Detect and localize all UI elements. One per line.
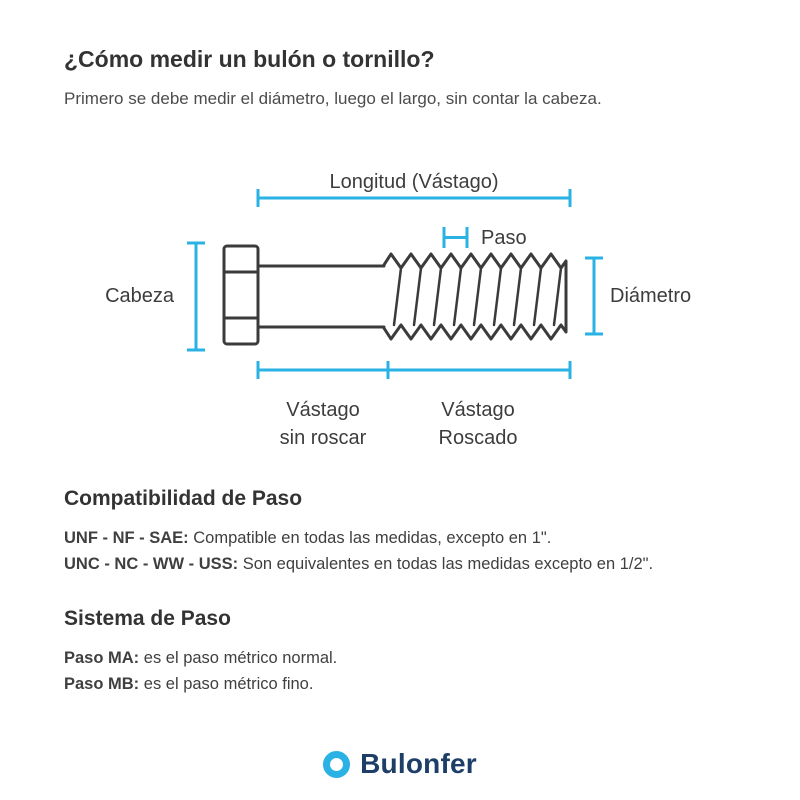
section-line: Paso MA: es el paso métrico normal. (64, 645, 756, 671)
footer-logo: Bulonfer (0, 748, 800, 780)
section-line: Paso MB: es el paso métrico fino. (64, 671, 756, 697)
diametro-label: Diámetro (610, 285, 692, 307)
section-line-lead: Paso MB: (64, 675, 140, 693)
bulonfer-ring-icon (323, 750, 351, 778)
section-compatibilidad: Compatibilidad de Paso UNF - NF - SAE: C… (64, 487, 756, 577)
vastago-measure-line (256, 361, 572, 379)
section-line-text: es el paso métrico fino. (139, 675, 314, 693)
section-line-lead: Paso MA: (64, 649, 140, 667)
vastago-sin-roscar-label: Vástago sin roscar (243, 396, 403, 452)
paso-measure-line (442, 227, 469, 248)
section-line: UNF - NF - SAE: Compatible en todas las … (64, 525, 756, 551)
cabeza-label: Cabeza (105, 285, 174, 307)
paso-label: Paso (481, 227, 527, 249)
section-heading: Compatibilidad de Paso (64, 487, 303, 510)
vastago-roscado-label: Vástago Roscado (398, 396, 558, 452)
cabeza-measure-line (187, 241, 205, 352)
longitud-label: Longitud (Vástago) (329, 171, 499, 193)
section-line-text: Compatible en todas las medidas, excepto… (188, 529, 552, 547)
section-line: UNC - NC - WW - USS: Son equivalentes en… (64, 551, 756, 577)
info-sections: Compatibilidad de Paso UNF - NF - SAE: C… (64, 487, 756, 697)
section-line-text: Son equivalentes en todas las medidas ex… (238, 555, 654, 573)
header: ¿Cómo medir un bulón o tornillo? Primero… (64, 46, 754, 109)
page-title: ¿Cómo medir un bulón o tornillo? (64, 46, 435, 72)
bolt-threads (380, 252, 568, 341)
brand-name: Bulonfer (360, 748, 477, 779)
vastago-roscado-line1: Vástago (441, 399, 515, 421)
section-sistema: Sistema de Paso Paso MA: es el paso métr… (64, 607, 756, 697)
vastago-roscado-line2: Roscado (438, 427, 518, 449)
page-subtitle: Primero se debe medir el diámetro, luego… (64, 89, 602, 108)
bolt-shank (256, 264, 386, 329)
section-line-lead: UNF - NF - SAE: (64, 529, 189, 547)
diametro-measure-line (585, 256, 603, 336)
section-line-lead: UNC - NC - WW - USS: (64, 555, 239, 573)
bolt-head (222, 244, 260, 346)
vastago-sin-roscar-line1: Vástago (286, 399, 360, 421)
vastago-sin-roscar-line2: sin roscar (279, 427, 367, 449)
section-heading: Sistema de Paso (64, 607, 231, 630)
longitud-measure-line (256, 189, 572, 207)
section-line-text: es el paso métrico normal. (139, 649, 338, 667)
